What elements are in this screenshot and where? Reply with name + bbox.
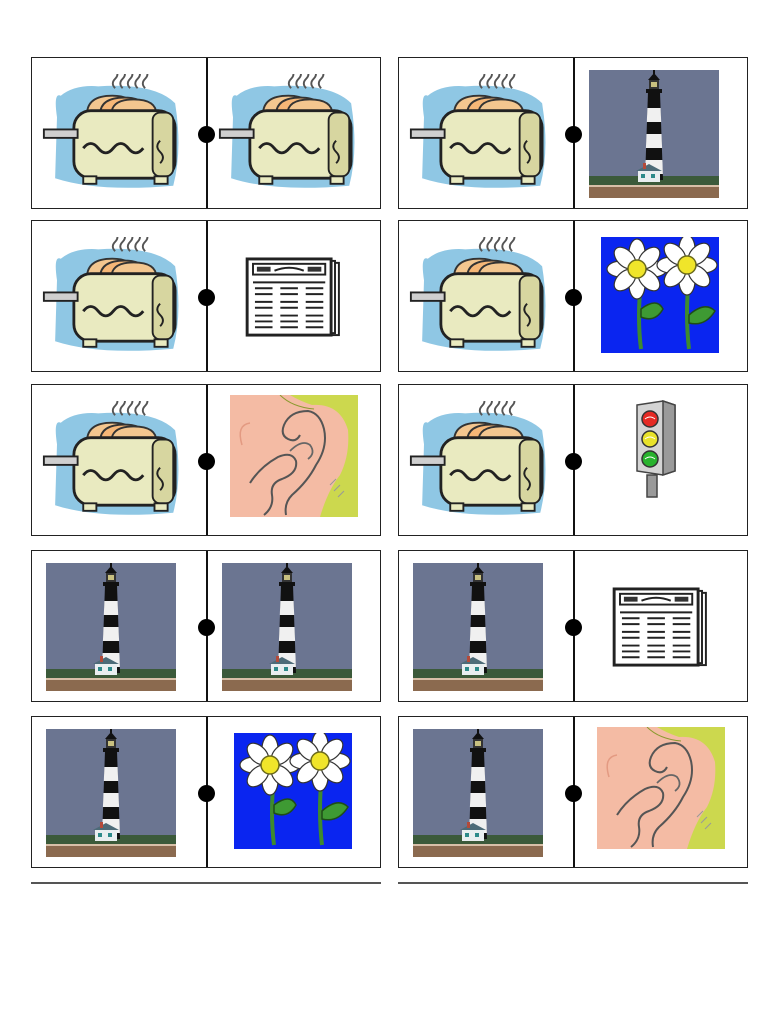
domino-half-right: [575, 221, 747, 371]
domino-half-left: [399, 58, 573, 208]
domino-half-right: [208, 385, 380, 535]
domino-card: [398, 550, 748, 702]
flowers-icon: [601, 237, 719, 353]
lighthouse-icon: [589, 70, 719, 198]
flowers-icon: [234, 733, 352, 849]
domino-half-left: [399, 385, 573, 535]
traffic-light-icon: [636, 400, 676, 498]
toaster-icon: [409, 401, 547, 517]
domino-card: [398, 57, 748, 209]
domino-card: [398, 384, 748, 536]
domino-half-right: [208, 551, 380, 701]
domino-half-right: [575, 385, 747, 535]
domino-card: [31, 716, 381, 868]
domino-card: [31, 57, 381, 209]
lighthouse-icon: [46, 563, 176, 691]
domino-half-right: [208, 58, 380, 208]
domino-center-dot: [198, 453, 215, 470]
domino-card: [31, 550, 381, 702]
toaster-icon: [42, 74, 180, 190]
newspaper-icon: [612, 587, 708, 667]
domino-half-right: [575, 58, 747, 208]
domino-center-dot: [565, 785, 582, 802]
toaster-icon: [42, 401, 180, 517]
domino-half-left: [32, 551, 206, 701]
domino-half-left: [399, 551, 573, 701]
domino-half-right: [575, 717, 747, 867]
domino-center-dot: [565, 453, 582, 470]
bottom-rule-left: [31, 882, 381, 884]
toaster-icon: [409, 237, 547, 353]
domino-center-dot: [198, 619, 215, 636]
domino-center-dot: [198, 126, 215, 143]
lighthouse-icon: [222, 563, 352, 691]
bottom-rule-right: [398, 882, 748, 884]
domino-center-dot: [565, 126, 582, 143]
domino-half-left: [399, 221, 573, 371]
ear-icon: [230, 395, 358, 517]
domino-half-left: [32, 58, 206, 208]
toaster-icon: [218, 74, 356, 190]
domino-card: [31, 220, 381, 372]
domino-half-right: [208, 717, 380, 867]
domino-center-dot: [565, 619, 582, 636]
domino-half-right: [208, 221, 380, 371]
domino-center-dot: [565, 289, 582, 306]
toaster-icon: [42, 237, 180, 353]
domino-half-left: [32, 221, 206, 371]
domino-center-dot: [198, 785, 215, 802]
domino-card: [31, 384, 381, 536]
lighthouse-icon: [413, 563, 543, 691]
domino-half-right: [575, 551, 747, 701]
domino-half-left: [32, 717, 206, 867]
newspaper-icon: [245, 257, 341, 337]
ear-icon: [597, 727, 725, 849]
toaster-icon: [409, 74, 547, 190]
domino-half-left: [399, 717, 573, 867]
lighthouse-icon: [413, 729, 543, 857]
domino-card: [398, 716, 748, 868]
lighthouse-icon: [46, 729, 176, 857]
domino-card: [398, 220, 748, 372]
domino-half-left: [32, 385, 206, 535]
domino-center-dot: [198, 289, 215, 306]
